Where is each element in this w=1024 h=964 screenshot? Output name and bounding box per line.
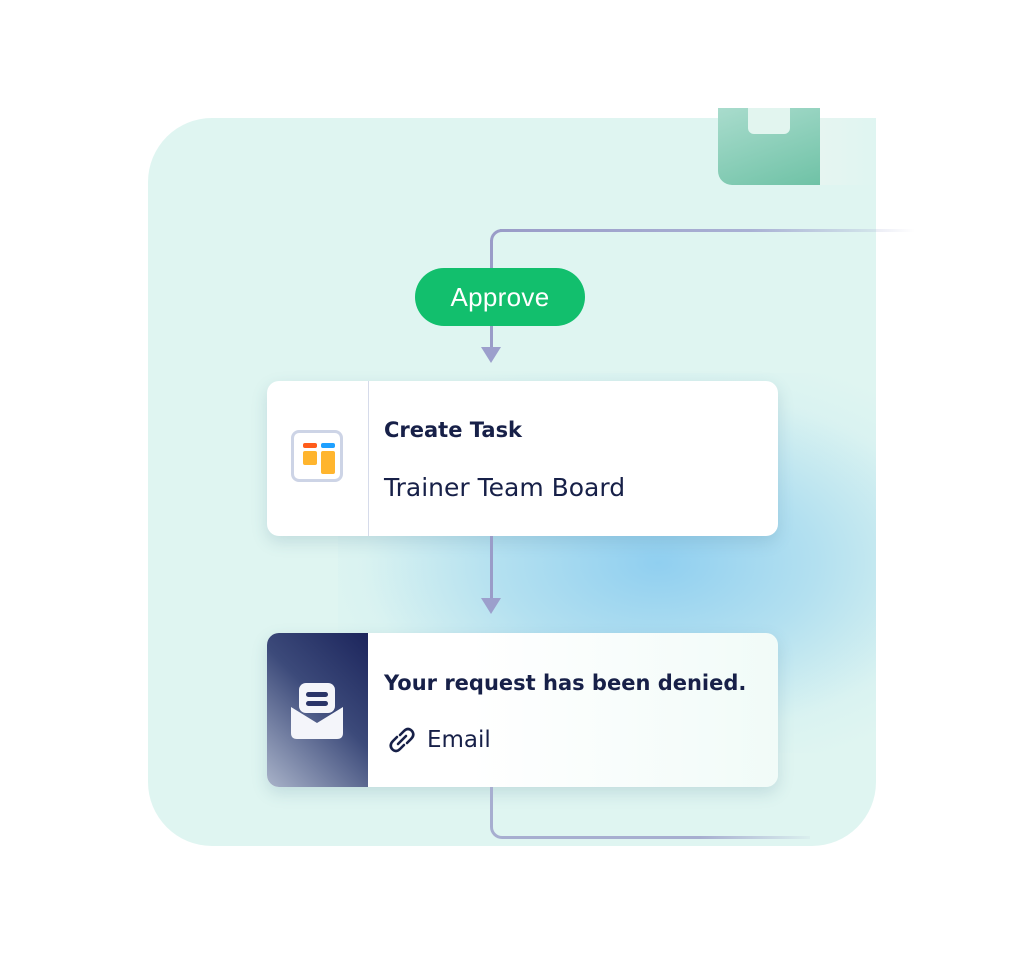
board-icon — [291, 430, 343, 482]
mail-open-icon — [291, 683, 343, 739]
node-icon-column — [267, 381, 369, 536]
arrow-down-icon — [481, 598, 501, 614]
connector-exit-fade — [700, 830, 820, 842]
connector-email-exit — [490, 787, 810, 839]
previous-node-icon — [748, 108, 790, 134]
arrow-down-icon — [481, 347, 501, 363]
email-node[interactable]: Your request has been denied. Email — [267, 633, 778, 787]
node-detail: Email — [427, 727, 491, 753]
connector-approve-to-task — [490, 326, 493, 350]
connector-top-corner — [490, 229, 504, 243]
node-icon-column — [267, 633, 368, 787]
node-action-title: Your request has been denied. — [384, 671, 747, 695]
node-detail-row: Email — [387, 725, 491, 755]
link-icon — [389, 727, 415, 753]
connector-task-to-email — [490, 536, 493, 600]
node-action-title: Create Task — [384, 418, 523, 442]
previous-node-fade — [820, 118, 876, 185]
node-detail: Trainer Team Board — [384, 473, 626, 502]
approve-branch-label[interactable]: Approve — [415, 268, 585, 326]
connector-top-horizontal — [500, 229, 915, 232]
create-task-node[interactable]: Create Task Trainer Team Board — [267, 381, 778, 536]
connector-top-vertical — [490, 240, 493, 270]
